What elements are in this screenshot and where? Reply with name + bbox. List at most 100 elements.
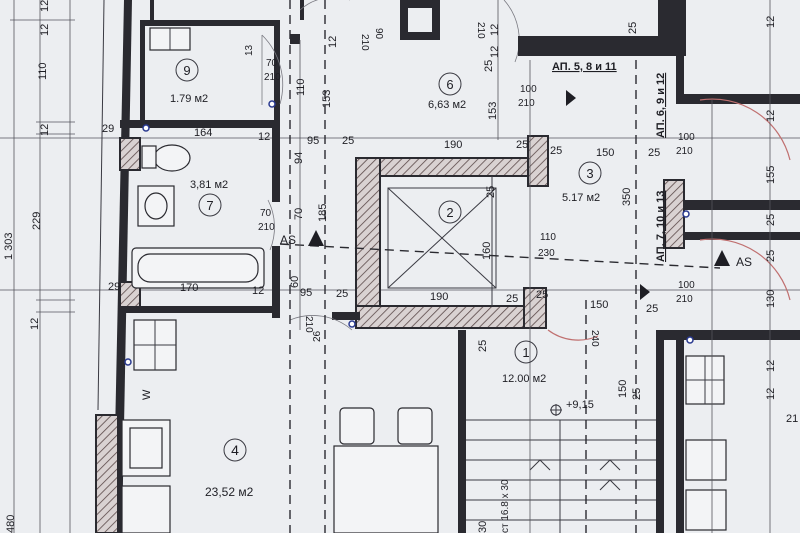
dimension-label: 210 <box>676 146 693 157</box>
dimension-label: 150 <box>617 380 629 398</box>
level-mark: +9,15 <box>566 399 594 411</box>
dimension-label: 153 <box>487 102 499 120</box>
dimension-label: 25 <box>765 250 777 262</box>
dimension-label: 100 <box>678 280 695 291</box>
dimension-label: 70 <box>293 208 305 220</box>
apartment-label: АП. 6, 9 и 12 <box>655 73 667 138</box>
room-area: 6,63 м2 <box>428 99 466 111</box>
dimension-label: 25 <box>336 288 348 300</box>
dimension-label: 110 <box>540 232 556 243</box>
dimension-label: 25 <box>485 186 497 198</box>
dimension-label: 25 <box>506 293 518 305</box>
dimension-label: 155 <box>765 166 777 184</box>
stair-note: ст 16.8 х 30 <box>500 479 511 533</box>
outlet-icon <box>124 358 132 366</box>
dimension-label: 130 <box>765 290 777 308</box>
dimension-label: 12 <box>489 46 501 58</box>
dimension-label: 12 <box>765 360 777 372</box>
dimension-label: 25 <box>765 214 777 226</box>
section-line <box>279 243 721 269</box>
dimension-label: 12 <box>39 0 51 12</box>
dimension-label: 100 <box>520 84 537 95</box>
room-number: 4 <box>231 442 239 458</box>
dimension-label: 94 <box>293 152 305 164</box>
dimension-label: 13 <box>244 44 255 56</box>
dimension-label: 25 <box>550 145 562 157</box>
dimension-label: 210 <box>303 316 314 333</box>
room-marker-icon <box>578 161 602 185</box>
dimension-label: 12 <box>252 285 264 297</box>
dimension-label: 70 <box>260 208 272 219</box>
dimension-label: 210 <box>258 222 275 233</box>
dimension-label: 229 <box>31 212 43 230</box>
dimension-label: 190 <box>444 139 462 151</box>
outlet-icon <box>142 124 150 132</box>
dimension-label: 210 <box>359 34 370 51</box>
room-area: 1.79 м2 <box>170 93 208 105</box>
room-marker-icon <box>438 72 462 96</box>
apartment-label: АП. 7, 10 и 13 <box>655 191 667 262</box>
stove-label: W <box>141 389 153 400</box>
dimension-label: 12 <box>39 124 51 136</box>
dimension-label: 160 <box>481 242 493 260</box>
dimension-label: 60 <box>289 276 301 288</box>
dimension-label: 95 <box>307 135 319 147</box>
dimension-label: 25 <box>516 139 528 151</box>
dimension-label: 170 <box>180 282 198 294</box>
dimension-label: 210 <box>264 72 281 83</box>
dimension-label: 480 <box>5 515 17 533</box>
dimension-label: 150 <box>590 299 608 311</box>
room-marker-icon <box>175 58 199 82</box>
dimension-label: 12 <box>489 24 501 36</box>
dimension-label: 153 <box>321 90 333 108</box>
dimension-label: 210 <box>676 294 693 305</box>
dimension-label: 25 <box>477 340 489 352</box>
dimension-label: 25 <box>631 388 643 400</box>
outlet-icon <box>348 320 356 328</box>
room-number: 2 <box>446 205 453 220</box>
dimension-label: 230 <box>538 248 555 259</box>
room-area: 3,81 м2 <box>190 179 228 191</box>
room-marker-icon <box>438 200 462 224</box>
dimension-label: 12 <box>765 16 777 28</box>
dimension-label: 12 <box>39 24 51 36</box>
dimension-label: 12 <box>258 131 270 143</box>
direction-arrow-icon <box>640 284 650 300</box>
room-number: 9 <box>183 63 190 78</box>
dimension-label: 90 <box>373 28 384 40</box>
dimension-label: 29 <box>102 123 114 135</box>
section-arrow-icon <box>714 250 730 266</box>
dimension-label: 210 <box>475 22 486 39</box>
dimension-label: 110 <box>295 78 307 96</box>
stair-treads <box>466 419 656 533</box>
room-number: 1 <box>522 345 529 360</box>
dimension-label: 12 <box>765 388 777 400</box>
dimension-label: 30 <box>477 521 489 533</box>
dimension-label: 150 <box>596 147 614 159</box>
exterior-wall-left <box>113 0 132 533</box>
dimension-label: 12 <box>29 318 41 330</box>
room-area: 23,52 м2 <box>205 485 254 499</box>
room-area: 5.17 м2 <box>562 192 600 204</box>
dimension-label: 164 <box>194 127 212 139</box>
room-number: 7 <box>206 198 213 213</box>
dimension-label: 240 <box>589 330 600 347</box>
outlet-icon <box>686 336 694 344</box>
dimension-label: 12 <box>327 36 339 48</box>
dimension-label: 26 <box>312 330 323 342</box>
dimension-label: 190 <box>430 291 448 303</box>
dimension-label: 21 <box>786 413 798 425</box>
room-area: 12.00 м2 <box>502 373 546 385</box>
dimension-label: 25 <box>536 289 548 301</box>
stair-arrows <box>529 459 621 491</box>
room-marker-icon <box>514 340 538 364</box>
section-marker: AS <box>280 233 296 247</box>
dimension-label: 25 <box>646 303 658 315</box>
dimension-label: 110 <box>37 62 49 80</box>
dimension-label: 25 <box>342 135 354 147</box>
room-number: 3 <box>586 166 593 181</box>
direction-arrow-icon <box>566 90 576 106</box>
dimension-label: 25 <box>627 22 639 34</box>
dimension-label: 185 <box>317 204 329 222</box>
